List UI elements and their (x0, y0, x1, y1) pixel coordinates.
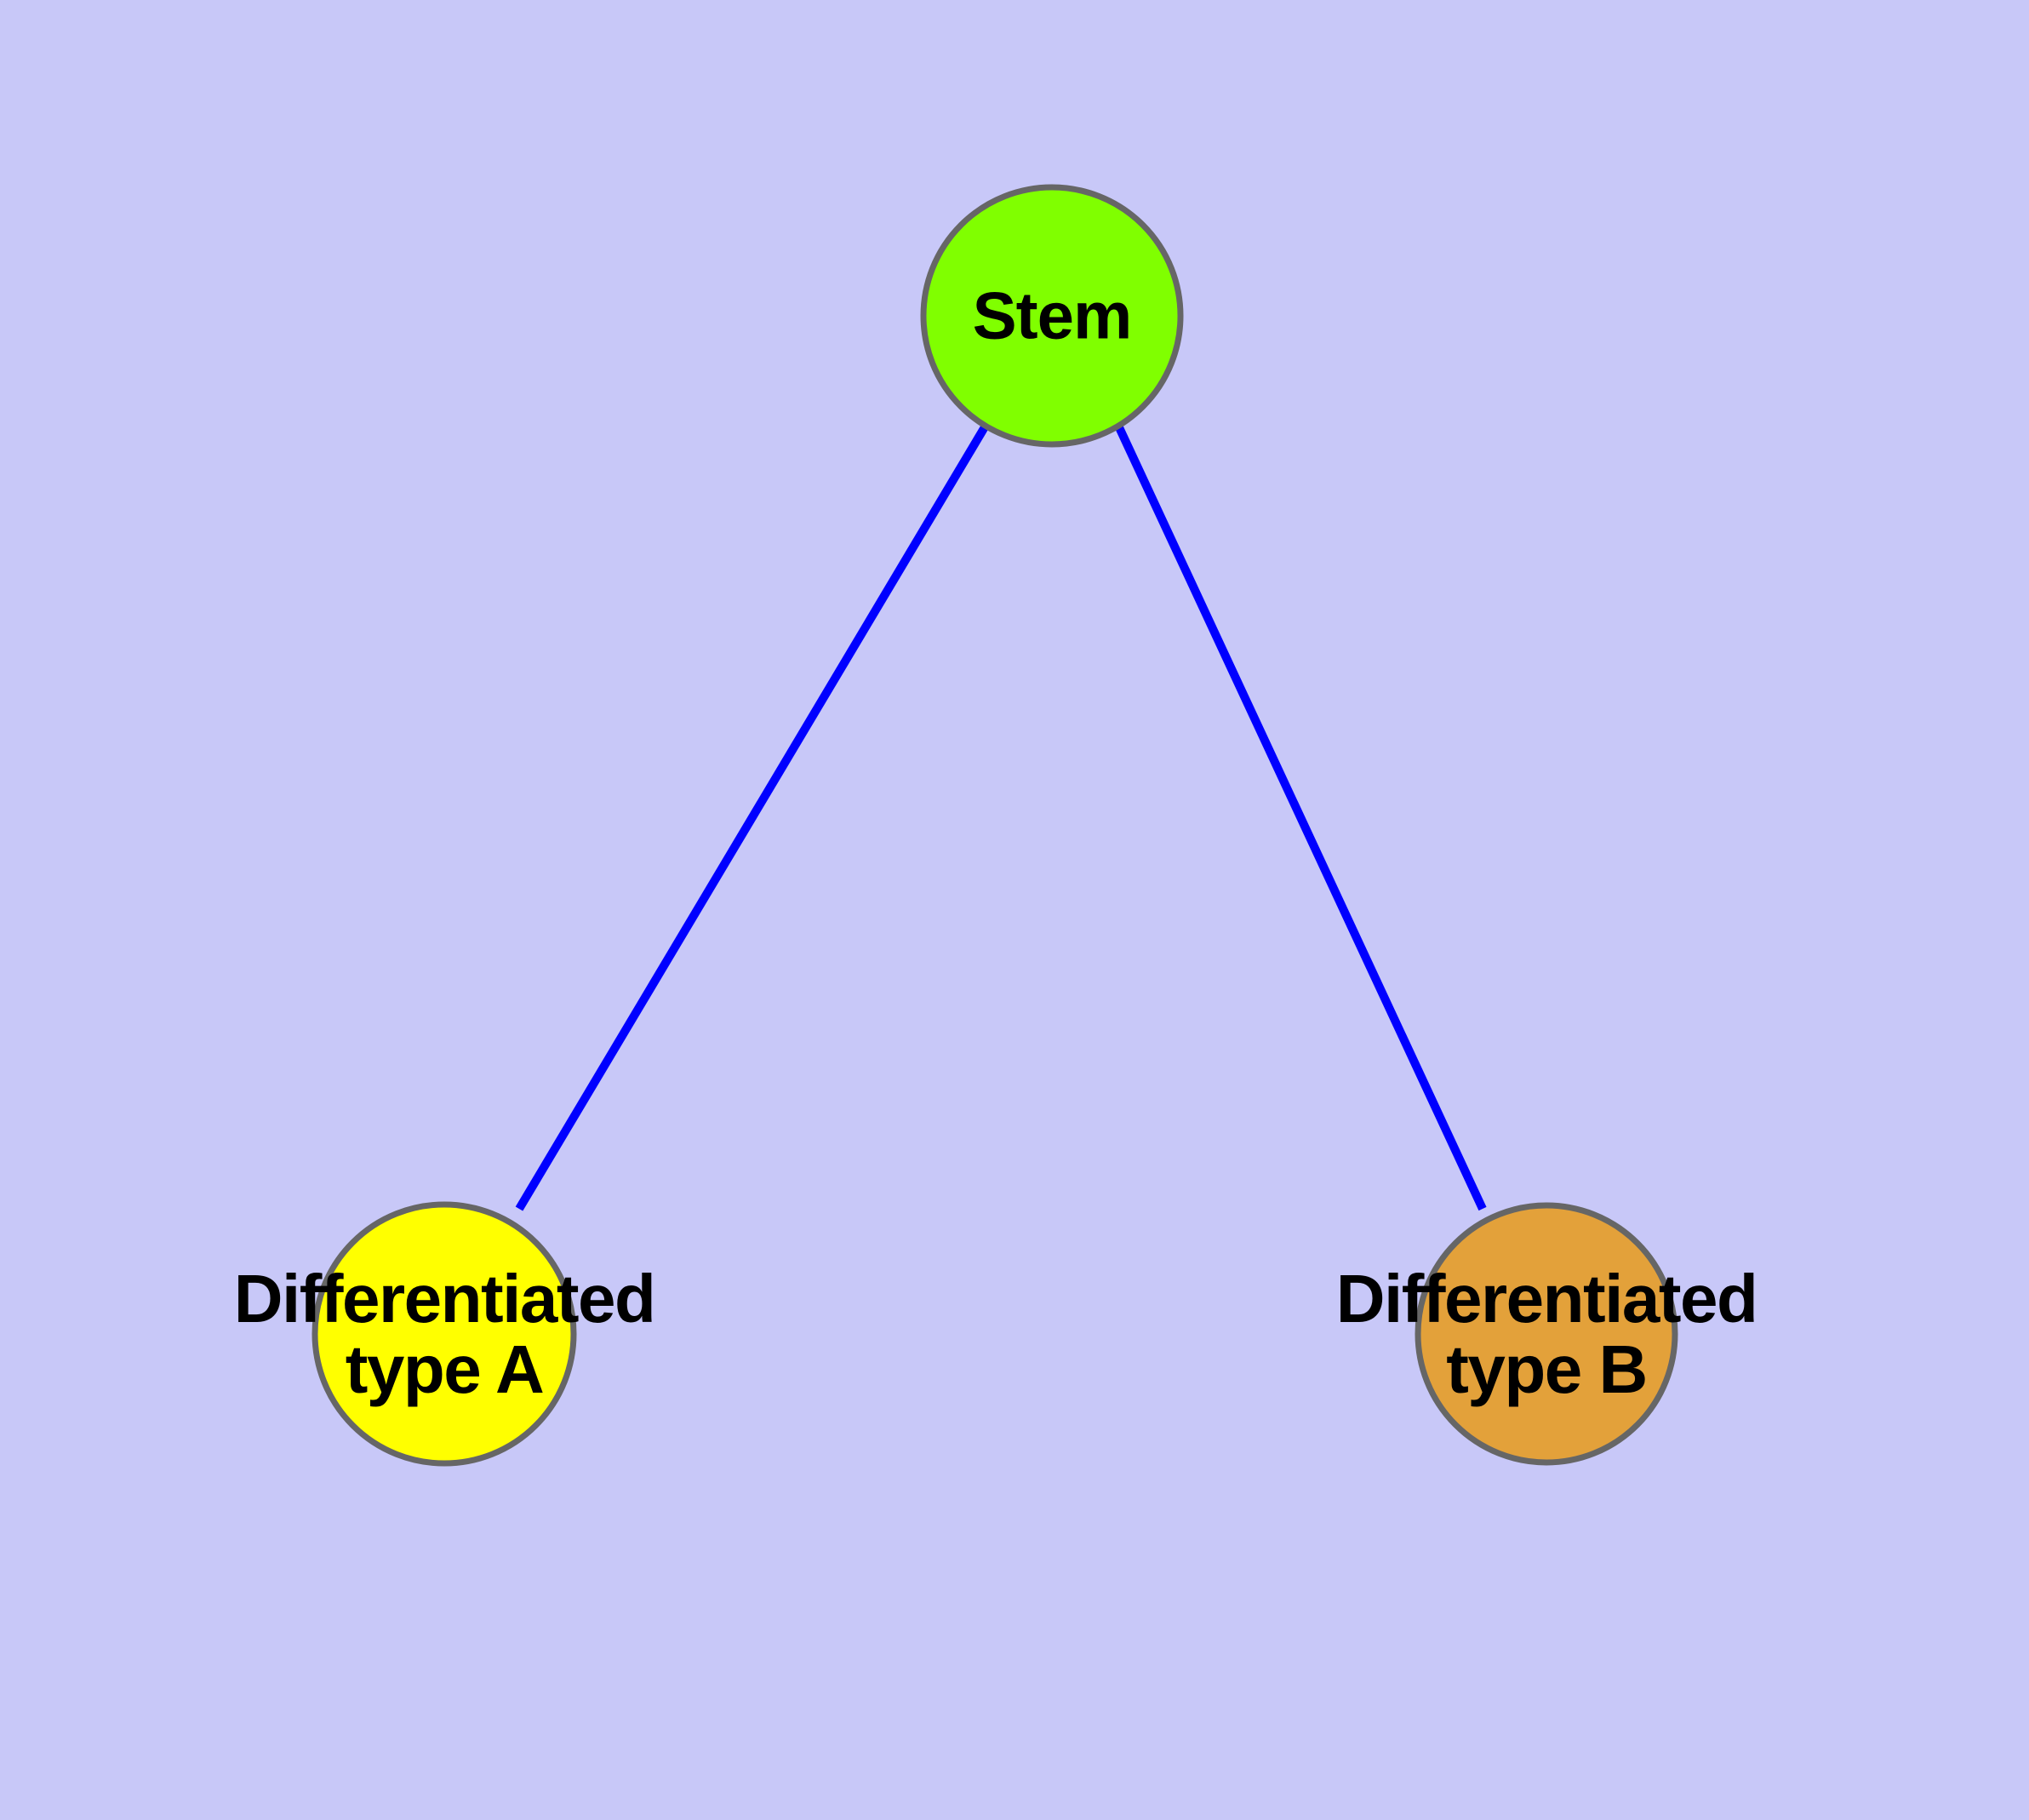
node-stem[interactable] (920, 184, 1184, 448)
node-diff-a[interactable] (311, 1201, 577, 1467)
node-diff-b[interactable] (1415, 1202, 1678, 1466)
edge-layer (515, 423, 1487, 1211)
edge-stem-to-diff-a (515, 423, 990, 1211)
edge-stem-to-diff-b (1114, 423, 1487, 1211)
node-layer (311, 184, 1678, 1467)
